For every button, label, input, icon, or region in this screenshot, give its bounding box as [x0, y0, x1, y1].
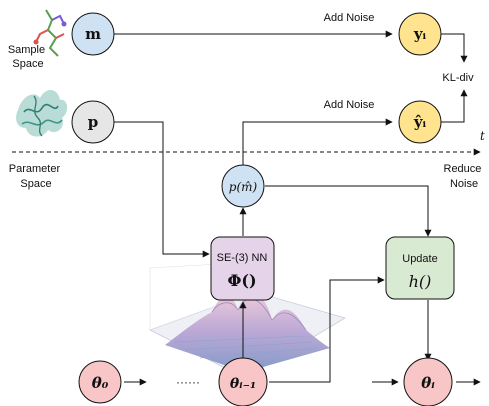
nn-func: Φ() [227, 271, 256, 290]
parameter-space-line2: Space [20, 178, 51, 190]
node-theta-0-label: θ₀ [92, 374, 109, 392]
sample-space-label: Sample Space [8, 44, 48, 70]
node-theta-0[interactable]: θ₀ [78, 360, 122, 404]
node-p-label: p [88, 113, 99, 131]
energy-landscape-icon [148, 261, 346, 379]
parameter-space-line1: Parameter [9, 163, 61, 175]
node-p-m-hat[interactable]: p(m̂) [221, 164, 265, 208]
protein-icon [16, 89, 68, 137]
update-title: Update [402, 253, 437, 265]
sample-space-line1: Sample [8, 44, 45, 56]
edge-p-to-nn [113, 121, 210, 258]
node-theta-i-label: θᵢ [421, 374, 435, 392]
node-p[interactable]: p [71, 100, 115, 144]
add-noise-bottom-label: Add Noise [324, 99, 375, 111]
update-func: h() [409, 272, 432, 291]
kl-div-label: KL-div [442, 72, 474, 84]
edge-pm-to-yhat [242, 118, 393, 165]
nn-box[interactable]: SE-(3) NN Φ() [210, 236, 275, 301]
edge-pm-to-update [265, 185, 432, 237]
edge-y-to-kl [441, 33, 468, 63]
update-box[interactable]: Update h() [385, 236, 455, 300]
node-y-hat-i-label: ŷᵢ [413, 113, 427, 131]
edge-theta-prev-to-update [269, 276, 385, 383]
edge-yhat-to-kl [441, 89, 468, 123]
node-theta-i-minus-1[interactable]: θᵢ₋₁ [218, 357, 268, 406]
node-m-label: m [85, 25, 101, 43]
node-theta-i[interactable]: θᵢ [403, 357, 453, 406]
nn-title: SE-(3) NN [217, 252, 268, 264]
node-m[interactable]: m [71, 12, 115, 56]
sample-space-line2: Space [12, 58, 43, 70]
node-y-hat-i[interactable]: ŷᵢ [398, 100, 442, 144]
add-noise-top-label: Add Noise [324, 12, 375, 24]
node-y-i-label: yᵢ [413, 25, 427, 43]
node-p-m-hat-label: p(m̂) [229, 180, 258, 194]
node-theta-i-minus-1-label: θᵢ₋₁ [230, 376, 256, 392]
ellipsis: ······ [176, 375, 200, 389]
molecule-icon [33, 9, 67, 57]
reduce-noise-label: Reduce Noise [444, 163, 485, 190]
reduce-noise-line2: Noise [450, 178, 478, 190]
time-label: t [480, 129, 485, 143]
node-y-i[interactable]: yᵢ [398, 12, 442, 56]
reduce-noise-line1: Reduce [444, 163, 482, 175]
parameter-space-label: Parameter Space [9, 163, 63, 190]
